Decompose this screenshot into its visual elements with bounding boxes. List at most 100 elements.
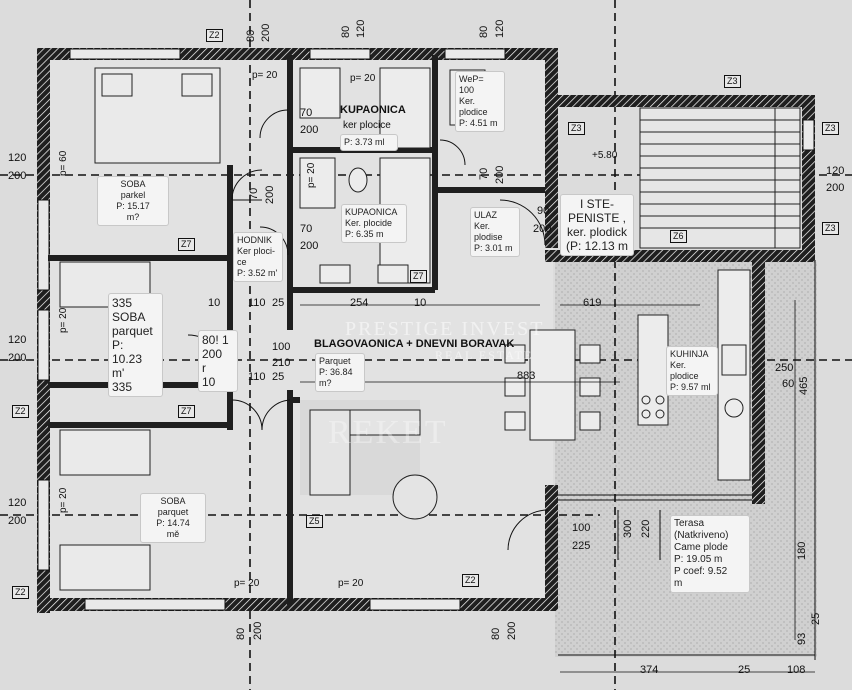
furniture-beds [59, 67, 221, 591]
room-area: P: 3.73 ml [344, 137, 385, 147]
dim-misc: p= 20 [58, 487, 69, 513]
dim-top: 200 [260, 23, 272, 42]
wall-tag: Z7 [178, 405, 195, 418]
kupaonica-printed-sub: ker plocice [343, 120, 391, 131]
dim-misc: p= 20 [234, 578, 260, 589]
watermark-prestige: PRESTIGE INVEST [345, 318, 545, 340]
dim-misc: 90 [537, 205, 550, 217]
dim-misc: 225 [572, 540, 591, 552]
dim-left: 200 [8, 352, 27, 364]
room-area: (P: 12.13 m [565, 239, 629, 253]
dim-misc: 220 [640, 519, 652, 538]
room-area: P: 15.17 m? [116, 201, 150, 222]
dim-top: 120 [494, 19, 506, 38]
dim-misc: 70 [478, 167, 490, 180]
wall-tag: Z2 [206, 29, 223, 42]
dim-top: 80 [478, 25, 490, 38]
windows [37, 48, 815, 611]
room-label-wc: WeP= 100 Ker. plodice P: 4.51 m [455, 71, 505, 132]
dim-misc: p= 20 [58, 307, 69, 333]
dim-misc: 883 [517, 370, 536, 382]
room-name: HODNIK Ker ploci- ce [237, 235, 276, 267]
room-area: P: 36.84 m? [319, 367, 353, 388]
dim-misc: 93 [796, 632, 808, 645]
wall-tag: Z2 [12, 405, 29, 418]
dim-right: 120 [826, 165, 845, 177]
dim-right: 200 [826, 182, 845, 194]
dim-misc: 254 [350, 297, 369, 309]
dim-misc: 10 [414, 297, 427, 309]
room-name: SOBA parkel [120, 179, 146, 200]
dim-misc: 200 [300, 124, 319, 136]
furniture-living [309, 409, 438, 520]
room-label-ulaz: ULAZ Ker. plodise P: 3.01 m [470, 207, 520, 257]
room-name: SOBA parquet [157, 496, 189, 517]
room-label-soba-2: 335 SOBA parquet P: 10.23 m' 335 [108, 293, 163, 397]
wall-tag: Z3 [822, 122, 839, 135]
wall-tag: Z6 [670, 230, 687, 243]
dim-bottom-row: 25 [738, 664, 751, 676]
room-label-stepeniste: I STE- PENISTE , ker. plodick (P: 12.13 … [560, 194, 634, 256]
dim-misc: 465 [798, 376, 810, 395]
dim-top: 120 [355, 19, 367, 38]
dim-misc: 300 [622, 519, 634, 538]
terrace-floor [555, 262, 817, 657]
door-note: 80! 1 200 r 10 [198, 330, 238, 392]
room-name: Terasa (Natkriveno) Came plode [674, 518, 729, 553]
room-name: I STE- PENISTE , ker. plodick [566, 197, 628, 239]
dim-misc: p= 20 [252, 70, 278, 81]
dim-misc: 10 [208, 297, 221, 309]
dim-bottom-row: 108 [787, 664, 806, 676]
room-label-boravak: Parquet P: 36.84 m? [315, 353, 365, 392]
dim-top: 80 [340, 25, 352, 38]
dim-left: 200 [8, 170, 27, 182]
room-area: P: 9.57 ml [670, 382, 711, 392]
wall-tag: Z2 [462, 574, 479, 587]
room-area: P: 14.74 mě [156, 518, 190, 539]
dim-misc: 110 [248, 297, 266, 309]
dim-left: 120 [8, 152, 27, 164]
room-name: ULAZ Ker. plodise [474, 210, 503, 242]
kupaonica-printed-title: KUPAONICA [340, 104, 406, 116]
watermark-reket: REKET [328, 414, 448, 451]
dim-misc: p= 60 [58, 150, 69, 176]
dim-misc: 70 [300, 223, 313, 235]
furniture-dining [504, 329, 601, 441]
dim-top: 80 [245, 29, 257, 42]
watermark-real-estate: REAL ESTATE [435, 348, 534, 362]
staircase [639, 107, 801, 249]
dim-misc: 210 [272, 357, 291, 369]
dim-misc: 100 [272, 341, 291, 353]
wall-tag: Z5 [306, 515, 323, 528]
dim-misc: 70 [300, 107, 313, 119]
dim-bottom: 80 [490, 627, 502, 640]
dim-misc: p= 20 [350, 73, 376, 84]
wall-tag: Z3 [822, 222, 839, 235]
room-name: 335 SOBA parquet P: 10.23 m' 335 [112, 296, 153, 394]
dim-misc: 60 [782, 378, 795, 390]
wall-tag: Z7 [410, 270, 427, 283]
room-label-soba-3: SOBA parquet P: 14.74 mě [140, 493, 206, 543]
dim-bottom: 200 [506, 621, 518, 640]
room-area: P: 3.52 m' [237, 268, 278, 278]
dim-misc: +5.80 [592, 150, 618, 161]
room-label-soba-1: SOBA parkel P: 15.17 m? [97, 176, 169, 226]
dim-left: 120 [8, 334, 27, 346]
wall-tag: Z3 [724, 75, 741, 88]
dim-misc: 100 [572, 522, 591, 534]
dim-misc: 70 [248, 187, 260, 200]
dim-left: 120 [8, 497, 27, 509]
dim-left: 200 [8, 515, 27, 527]
boravak-printed-title: BLAGOVAONICA + DNEVNI BORAVAK [314, 338, 515, 350]
dim-misc: 250 [775, 362, 794, 374]
dim-misc: 200 [300, 240, 319, 252]
room-label-kupaonica-2: KUPAONICA Ker. plocide P: 6.35 m [341, 204, 407, 243]
room-label-terasa: Terasa (Natkriveno) Came plode P: 19.05 … [670, 515, 750, 593]
dim-misc: 200 [533, 223, 552, 235]
dim-misc: 25 [272, 371, 285, 383]
terrace-outline [558, 260, 816, 660]
dim-misc: p= 20 [338, 578, 364, 589]
room-area: P: 3.01 m [474, 243, 513, 253]
room-name: WeP= 100 Ker. plodice [459, 74, 488, 117]
